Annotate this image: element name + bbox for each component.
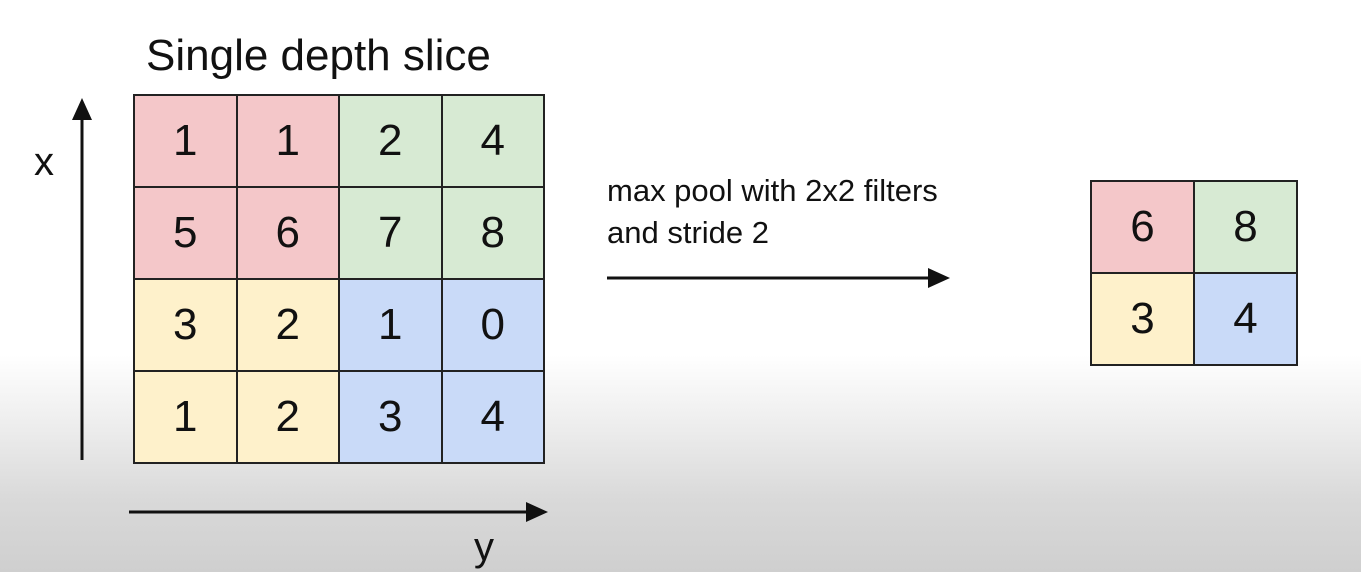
x-axis-arrow	[72, 98, 92, 460]
input-cell-1-3: 8	[442, 188, 545, 280]
diagram-title: Single depth slice	[146, 31, 491, 80]
caption-line-2: and stride 2	[607, 215, 769, 250]
input-cell-1-0: 5	[135, 188, 238, 280]
x-axis-label: x	[34, 140, 54, 184]
input-cell-0-1: 1	[237, 96, 340, 188]
input-cell-3-3: 4	[442, 372, 545, 464]
caption-line-1: max pool with 2x2 filters	[607, 173, 938, 208]
input-cell-0-3: 4	[442, 96, 545, 188]
output-cell-0-0: 6	[1092, 182, 1195, 274]
input-cell-1-2: 7	[340, 188, 443, 280]
output-cell-0-1: 8	[1195, 182, 1298, 274]
input-cell-1-1: 6	[237, 188, 340, 280]
input-cell-0-0: 1	[135, 96, 238, 188]
input-cell-2-3: 0	[442, 280, 545, 372]
input-cell-2-1: 2	[237, 280, 340, 372]
input-cell-3-2: 3	[340, 372, 443, 464]
input-cell-3-1: 2	[237, 372, 340, 464]
output-cell-1-1: 4	[1195, 274, 1298, 366]
input-cell-2-0: 3	[135, 280, 238, 372]
y-axis-label: y	[474, 525, 494, 569]
input-cell-3-0: 1	[135, 372, 238, 464]
y-axis-arrow	[129, 502, 548, 522]
transform-arrow	[607, 268, 950, 288]
output-cell-1-0: 3	[1092, 274, 1195, 366]
input-cell-0-2: 2	[340, 96, 443, 188]
pooling-caption: max pool with 2x2 filters and stride 2	[607, 170, 938, 254]
input-cell-2-2: 1	[340, 280, 443, 372]
